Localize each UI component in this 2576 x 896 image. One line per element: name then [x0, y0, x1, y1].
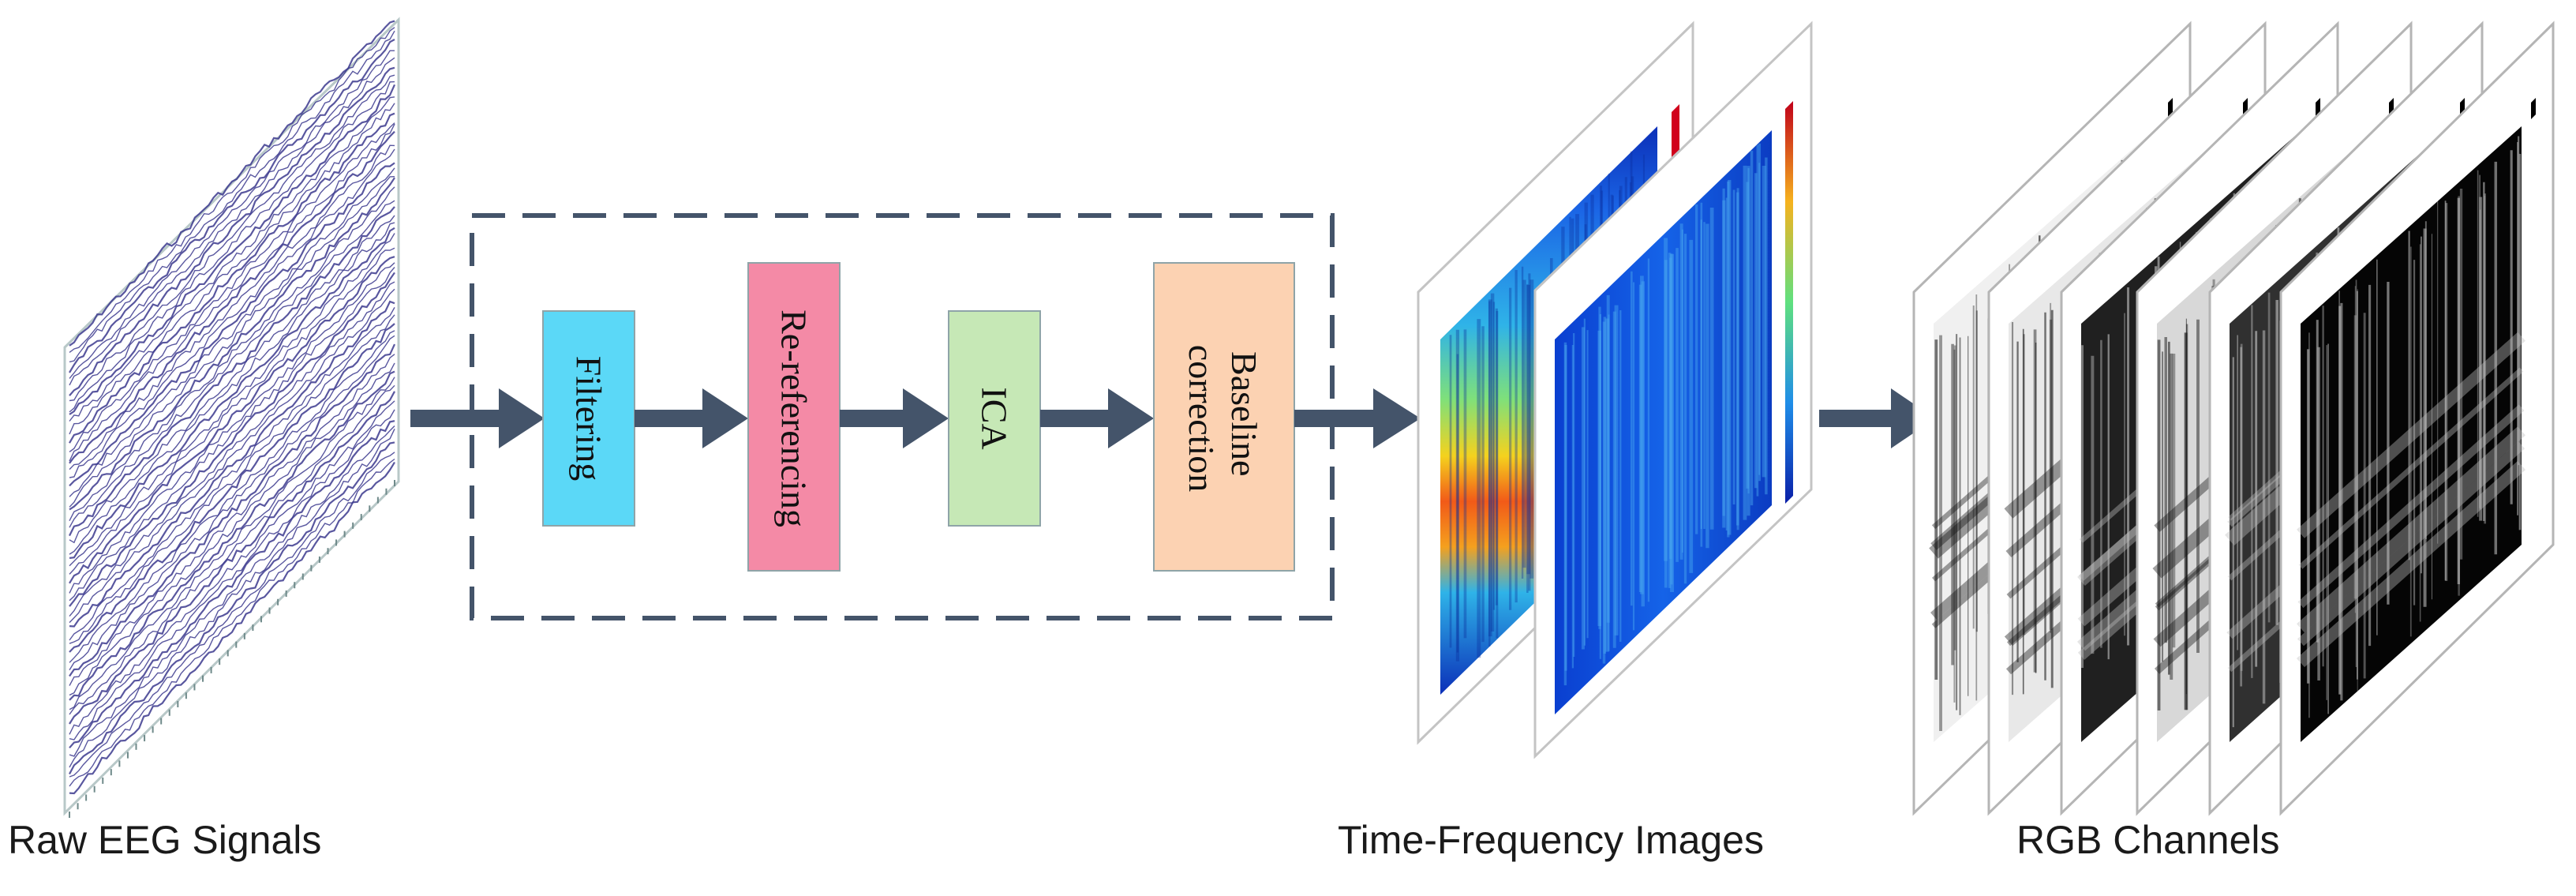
eeg-trace-line	[69, 112, 395, 444]
rgb-band	[2297, 404, 2525, 609]
rgb-band	[2298, 367, 2524, 569]
eeg-trace-line	[69, 123, 395, 462]
caption-time-frequency: Time-Frequency Images	[1338, 818, 1764, 862]
eeg-trace-line	[69, 96, 395, 422]
eeg-trace-line	[69, 200, 395, 528]
arrow-baseline-to-tf	[1294, 388, 1421, 448]
eeg-trace-line	[69, 206, 395, 537]
filtering-box	[542, 310, 635, 527]
filtering-label: Filtering	[569, 356, 609, 481]
eeg-trace-line	[69, 267, 395, 602]
eeg-trace-line	[69, 84, 396, 415]
step-baseline-correction: Baseline correction	[1153, 262, 1295, 572]
eeg-trace-line	[69, 103, 395, 435]
arrow-ica-to-baseline	[1040, 388, 1154, 448]
eeg-trace-line	[69, 377, 395, 710]
eeg-trace-line	[69, 441, 395, 775]
eeg-trace-line	[69, 57, 395, 386]
eeg-trace-line	[69, 176, 395, 508]
eeg-trace-line	[69, 148, 395, 478]
eeg-trace-line	[69, 233, 395, 567]
eeg-trace-line	[69, 307, 395, 641]
rgb-channel-image-6	[2279, 21, 2555, 816]
eeg-trace-line	[69, 227, 395, 559]
raw-eeg-panel	[63, 17, 400, 818]
eeg-trace-line	[69, 426, 395, 757]
arrow-rereferencing-to-ica	[840, 388, 949, 448]
eeg-trace-line	[69, 122, 395, 452]
rgb-band	[2297, 441, 2525, 647]
ica-box	[948, 310, 1041, 527]
eeg-trace-line	[69, 130, 395, 464]
eeg-trace-line	[69, 335, 395, 671]
eeg-trace-line	[69, 288, 395, 624]
eeg-trace-line	[69, 262, 395, 594]
eeg-trace-line	[69, 362, 395, 696]
eeg-trace-line	[69, 330, 395, 663]
eeg-trace-line	[69, 343, 395, 677]
eeg-trace-line	[69, 215, 395, 544]
rgb-band	[2296, 460, 2526, 668]
rereferencing-box	[747, 262, 841, 572]
eeg-trace-line	[69, 177, 395, 511]
eeg-trace-line	[69, 370, 395, 701]
eeg-trace-line	[69, 452, 395, 778]
eeg-trace-line	[69, 281, 395, 617]
step-ica: ICA	[948, 310, 1041, 527]
eeg-trace-line	[69, 50, 395, 379]
eeg-trace-line	[69, 400, 395, 735]
arrow-raw-to-filtering	[410, 388, 545, 448]
eeg-trace-line	[69, 323, 395, 653]
eeg-trace-line	[69, 167, 395, 497]
eeg-trace-line	[69, 144, 395, 470]
baseline-correction-label: Baseline correction	[1181, 345, 1264, 492]
eeg-trace-line	[69, 247, 395, 575]
eeg-trace-line	[69, 420, 395, 749]
rereferencing-label: Re-referencing	[774, 309, 814, 527]
eeg-trace-line	[69, 66, 395, 396]
eeg-trace-line	[69, 391, 395, 725]
caption-rgb-channels: RGB Channels	[2016, 818, 2280, 862]
eeg-trace-line	[69, 462, 395, 795]
eeg-trace-line	[69, 272, 395, 607]
step-filtering: Filtering	[542, 310, 635, 527]
eeg-trace-line	[69, 27, 395, 353]
caption-raw-eeg: Raw EEG Signals	[8, 818, 322, 862]
rgb-channel-stack	[1912, 21, 2555, 816]
eeg-trace-line	[69, 39, 395, 373]
eeg-trace-line	[69, 409, 395, 740]
eeg-trace-line	[69, 222, 395, 555]
eeg-trace-line	[69, 314, 395, 644]
eeg-trace-line	[69, 384, 395, 715]
eeg-trace-line	[69, 162, 395, 487]
eeg-axis-ticks	[69, 480, 395, 818]
tf-image-front	[1533, 21, 1813, 759]
eeg-traces	[69, 20, 396, 795]
eeg-trace-line	[69, 354, 395, 686]
eeg-trace-line	[69, 81, 395, 413]
arrow-filtering-to-rereferencing	[635, 388, 748, 448]
eeg-trace-line	[69, 74, 395, 402]
eeg-trace-line	[69, 256, 395, 584]
rgb-band	[2297, 426, 2525, 633]
eeg-trace-line	[69, 30, 395, 363]
step-rereferencing: Re-referencing	[747, 262, 841, 572]
eeg-trace-line	[69, 186, 395, 522]
rgb-band	[2297, 332, 2525, 538]
eeg-trace-line	[69, 300, 395, 628]
eeg-trace-line	[69, 458, 395, 787]
eeg-trace-line	[69, 20, 395, 347]
eeg-trace-line	[69, 428, 395, 768]
ica-label: ICA	[975, 387, 1015, 449]
baseline-correction-box	[1153, 262, 1295, 572]
